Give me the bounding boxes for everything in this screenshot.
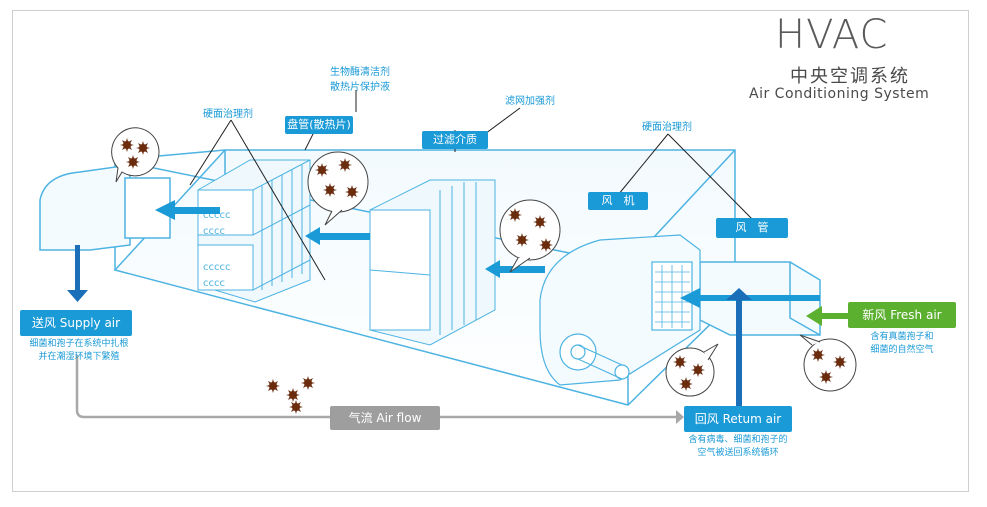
filter-media-module — [369, 179, 496, 346]
note-return-line1: 含有病毒、细菌和孢子的 — [688, 435, 788, 445]
svg-text:cccc: cccc — [203, 226, 225, 237]
germ-bubble-filter — [499, 199, 561, 273]
note-fresh-line2: 细菌的自然空气 — [870, 345, 934, 355]
note-supply-line2: 并在潮湿环境下繁殖 — [38, 352, 120, 362]
note-fresh-line1: 含有真菌孢子和 — [870, 332, 934, 342]
tag-return-air: 回风 Retum air — [684, 406, 792, 432]
note-supply-line1: 细菌和孢子在系统中扎根 — [29, 339, 129, 349]
note-return: 含有病毒、细菌和孢子的 空气被送回系统循环 — [674, 434, 802, 460]
note-supply: 细菌和孢子在系统中扎根 并在潮湿环境下繁殖 — [20, 338, 138, 364]
germ-bubble-return — [665, 343, 719, 397]
diagram-frame — [12, 10, 969, 492]
note-return-line2: 空气被送回系统循环 — [697, 448, 779, 458]
label-hard-surface-left: 硬面治理剂 — [203, 109, 253, 120]
supply-duct — [39, 164, 171, 251]
title-main: HVAC — [775, 12, 889, 58]
title-english: Air Conditioning System — [749, 86, 930, 102]
tag-duct: 风 管 — [716, 218, 788, 238]
svg-text:cccc: cccc — [203, 278, 225, 289]
tag-air-flow: 气流 Air flow — [330, 406, 440, 430]
tag-filter-media: 过滤介质 — [422, 131, 488, 149]
fan-grille — [655, 265, 690, 328]
tag-fan: 风 机 — [588, 192, 648, 210]
supply-air-arrow — [67, 245, 88, 302]
germ-bubble-coil — [307, 151, 369, 226]
tag-supply-air: 送风 Supply air — [20, 310, 132, 336]
title-chinese: 中央空调系统 — [790, 66, 910, 87]
tag-coil: 盘管(散热片) — [285, 116, 353, 134]
svg-text:ccccc: ccccc — [203, 262, 231, 273]
label-hard-surface-right: 硬面治理剂 — [642, 122, 692, 133]
germ-bubble-supply — [111, 127, 160, 183]
label-filter-enhancer: 滤网加强剂 — [505, 96, 555, 107]
note-fresh: 含有真菌孢子和 细菌的自然空气 — [852, 331, 952, 357]
coil-fins — [261, 165, 303, 290]
tag-fresh-air: 新风 Fresh air — [848, 302, 956, 328]
germ-bubble-fresh — [799, 334, 857, 392]
label-fin-protectant: 散热片保护液 — [330, 82, 390, 93]
fresh-air-arrow — [806, 306, 850, 326]
loose-germs — [266, 376, 315, 414]
internal-airflow-arrows — [155, 200, 820, 308]
airflow-loop — [75, 355, 684, 424]
return-air-arrow — [726, 288, 752, 406]
fan-module — [539, 234, 701, 386]
svg-text:ccccc: ccccc — [203, 210, 231, 221]
label-bio-enzyme-cleaner: 生物酶清洁剂 — [330, 67, 390, 78]
